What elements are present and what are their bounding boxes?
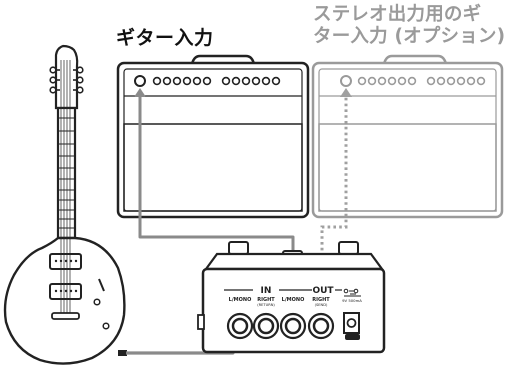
- jack-label: L/MONO: [229, 297, 252, 303]
- stereo-output-label-line2: ター入力 (オプション): [313, 26, 506, 47]
- dc-polarity-icon: [343, 288, 359, 295]
- optional-amp-knobs: [357, 76, 486, 86]
- stereo-output-label-line1: ステレオ出力用のギ: [313, 4, 482, 25]
- pedal-jacks: [226, 312, 335, 340]
- usb-port: [345, 334, 360, 340]
- optional-amp: [311, 54, 504, 219]
- pedal-to-main-amp-cable: [134, 88, 295, 254]
- main-amp-input-jack: [134, 75, 146, 87]
- guitar-strings: [60, 60, 71, 318]
- jack-label: L/MONO: [282, 297, 305, 303]
- main-amp: [116, 54, 310, 219]
- optional-amp-input-jack: [340, 75, 352, 87]
- arrow-up-icon: [134, 88, 146, 97]
- jack-label: RIGHT: [257, 297, 275, 303]
- jack-sublabel: (SEND): [315, 303, 328, 307]
- stereo-output-label: ステレオ出力用のギ ター入力 (オプション): [313, 4, 505, 48]
- guitar-output-jack: [118, 350, 127, 356]
- arrow-up-icon: [340, 88, 352, 97]
- tuning-pegs: [49, 66, 84, 94]
- jack-sublabel: (RETURN): [257, 303, 275, 307]
- pickup-poles: [54, 259, 78, 293]
- pedal-to-optional-amp-cable: [320, 88, 352, 254]
- main-amp-knobs: [152, 76, 281, 86]
- pedal: [197, 241, 386, 354]
- pedal-in-label: IN: [261, 286, 272, 296]
- pedal-out-label: OUT: [312, 286, 334, 296]
- electric-guitar: [3, 44, 127, 365]
- power-rating-label: 9V 500mA: [342, 298, 362, 303]
- guitar-input-label: ギター入力: [116, 27, 214, 49]
- jack-label: RIGHT: [312, 297, 330, 303]
